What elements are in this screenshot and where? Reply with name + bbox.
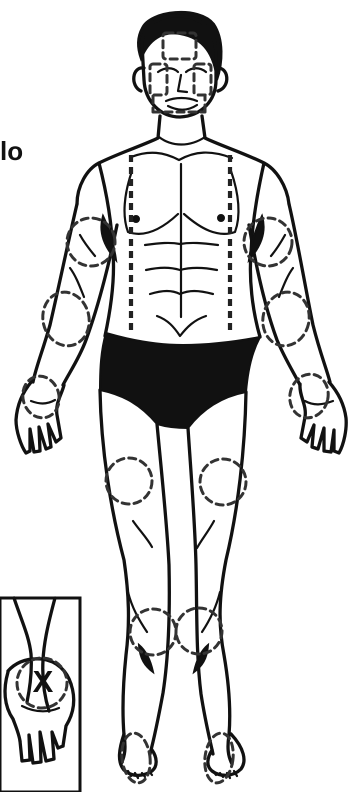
brief [100, 333, 260, 428]
wrist-inset-label: X [31, 666, 55, 697]
torso-outline [99, 163, 264, 337]
feet [119, 734, 243, 778]
leg-outlines [100, 390, 246, 764]
